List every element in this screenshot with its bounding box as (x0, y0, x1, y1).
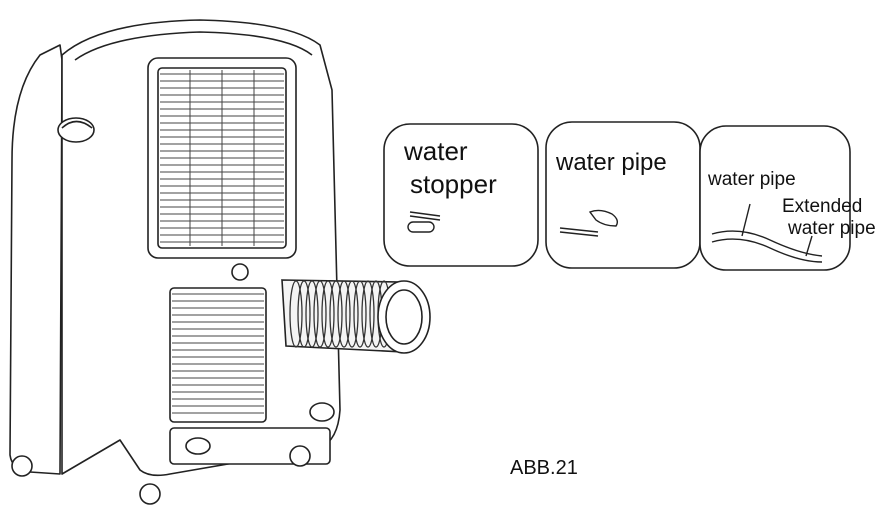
figure-label: ABB.21 (510, 457, 578, 479)
drain-outlet (185, 437, 211, 455)
panel-water-pipe: water pipe (545, 121, 701, 269)
unit-top-rim (74, 31, 313, 61)
extended-pipe-part (711, 203, 823, 263)
extended-label-line2: water pipe (787, 218, 876, 239)
extended-label-line1: Extended (782, 196, 862, 217)
pipe-label: water pipe (555, 149, 667, 176)
panel-extended-water-pipe: water pipe Extended water pipe (699, 125, 876, 271)
wheel-right (289, 445, 311, 467)
stopper-label-line2: stopper (410, 169, 497, 199)
water-stopper-parts (407, 211, 441, 233)
extended-pipe-label: water pipe (707, 169, 796, 190)
hose-connector (231, 263, 249, 281)
unit-side-panel (9, 44, 63, 475)
panel-water-stopper: water stopper (383, 123, 539, 267)
air-conditioner-unit (9, 19, 341, 505)
wheel-left (11, 455, 33, 477)
wheel-front (139, 483, 161, 505)
stopper-label-line1: water (403, 136, 468, 166)
exhaust-hose (281, 279, 431, 354)
drain-cap (309, 402, 335, 422)
grille-slats (160, 70, 284, 414)
water-pipe-part (559, 209, 619, 237)
